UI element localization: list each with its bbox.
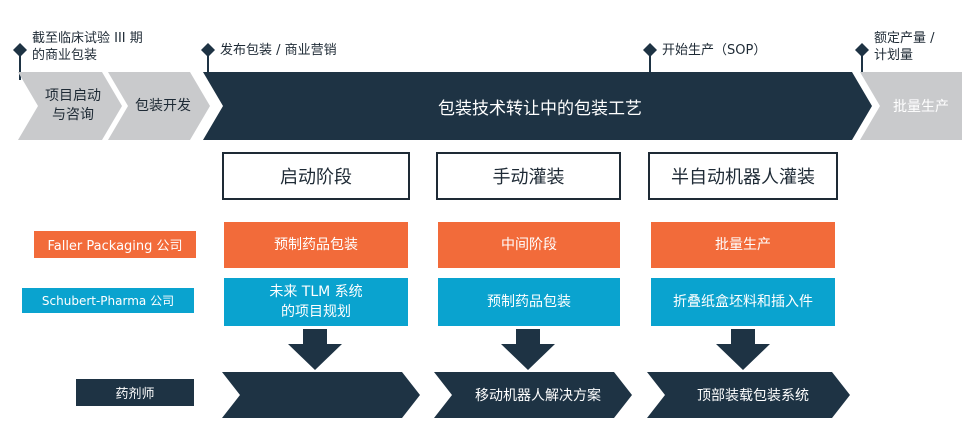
pharmacist-chevrons xyxy=(222,372,850,418)
legend-faller-packaging: Faller Packaging 公司 xyxy=(34,231,196,258)
phase-box-startup: 启动阶段 xyxy=(222,152,410,200)
pharmacist-cell-robot: 顶部装载包装系统 xyxy=(697,388,809,404)
schubert-cell-robot: 折叠纸盒坯料和插入件 xyxy=(651,278,835,326)
faller-cell-startup: 预制药品包装 xyxy=(224,222,408,268)
down-arrow-1 xyxy=(288,329,342,370)
milestone-diamond-2 xyxy=(201,43,215,57)
milestone-diamond-4 xyxy=(855,43,869,57)
phase-box-robot-filling: 半自动机器人灌装 xyxy=(648,152,838,200)
milestone-label-2: 发布包装 / 商业营销 xyxy=(220,43,337,58)
faller-cell-manual: 中间阶段 xyxy=(438,222,620,268)
down-arrows xyxy=(288,329,770,370)
schubert-cell-startup: 未来 TLM 系统 的项目规划 xyxy=(224,278,408,326)
phase-box-manual-filling: 手动灌装 xyxy=(436,152,621,200)
down-arrow-3 xyxy=(716,329,770,370)
timeline-end-shape xyxy=(860,72,962,140)
schubert-cell-manual: 预制药品包装 xyxy=(438,278,620,326)
timeline-step-2-shape xyxy=(108,72,210,140)
timeline-step-1-shape xyxy=(18,72,122,140)
timeline-step-1-label: 项目启动 与咨询 xyxy=(45,88,101,123)
timeline-end-label: 批量生产 xyxy=(893,99,949,115)
pharmacist-chevron-1 xyxy=(222,372,420,418)
pharmacist-cell-startup xyxy=(240,372,412,418)
legend-schubert-pharma: Schubert-Pharma 公司 xyxy=(22,288,194,313)
milestone-label-3: 开始生产（SOP） xyxy=(662,43,767,58)
legend-pharmacist: 药剂师 xyxy=(76,379,194,406)
down-arrow-2 xyxy=(501,329,555,370)
milestone-label-1: 截至临床试验 III 期 的商业包装 xyxy=(32,31,143,63)
pharmacist-cell-manual: 移动机器人解决方案 xyxy=(475,388,601,404)
timeline xyxy=(18,72,962,140)
pharmacist-chevron-2 xyxy=(434,372,632,418)
milestone-diamond-3 xyxy=(643,43,657,57)
milestone-label-4: 额定产量 / 计划量 xyxy=(874,31,935,63)
timeline-main-label: 包装技术转让中的包装工艺 xyxy=(438,98,642,119)
timeline-step-2-label: 包装开发 xyxy=(135,97,191,114)
milestone-markers xyxy=(13,43,869,80)
faller-cell-robot: 批量生产 xyxy=(651,222,835,268)
timeline-main-shape xyxy=(203,72,872,140)
pharmacist-chevron-3 xyxy=(647,372,850,418)
milestone-diamond-1 xyxy=(13,43,27,57)
